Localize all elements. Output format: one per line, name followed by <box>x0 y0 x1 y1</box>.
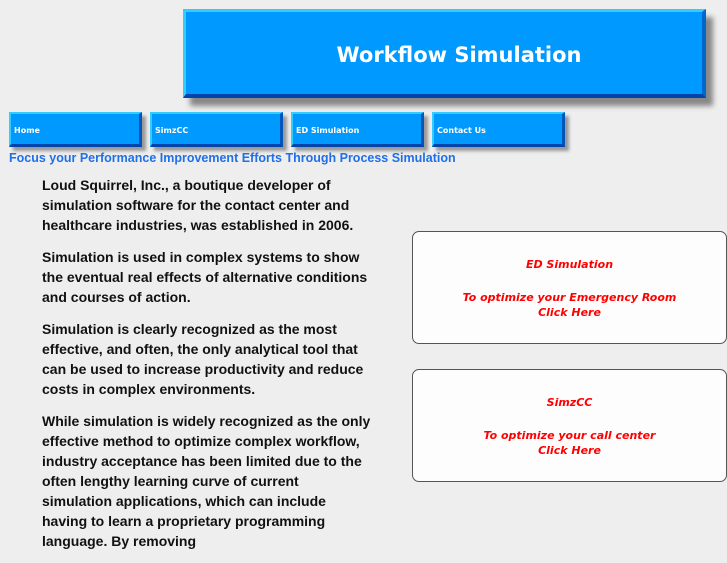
paragraph: Simulation is used in complex systems to… <box>42 249 368 305</box>
ed-simulation-card[interactable]: ED Simulation To optimize your Emergency… <box>412 231 727 344</box>
paragraph: Simulation is clearly recognized as the … <box>42 321 364 397</box>
card-description: To optimize your Emergency Room <box>462 291 677 304</box>
intro-content: Loud Squirrel, Inc., a boutique develope… <box>42 175 372 563</box>
card-title: ED Simulation <box>525 258 614 271</box>
tagline: Focus your Performance Improvement Effor… <box>9 151 456 165</box>
card-title: SimzCC <box>546 396 593 409</box>
nav-simzcc-button[interactable]: SimzCC <box>150 112 283 147</box>
site-title: Workflow Simulation <box>336 43 582 67</box>
card-click-here-link[interactable]: Click Here <box>538 306 601 319</box>
nav-ed-simulation-button[interactable]: ED Simulation <box>291 112 424 147</box>
simzcc-card[interactable]: SimzCC To optimize your call center Clic… <box>412 369 727 482</box>
card-description: To optimize your call center <box>483 429 656 442</box>
paragraph: Loud Squirrel, Inc., a boutique develope… <box>42 177 354 233</box>
card-click-here-link[interactable]: Click Here <box>538 444 601 457</box>
paragraph: While simulation is widely recognized as… <box>42 413 371 549</box>
nav-contact-us-button[interactable]: Contact Us <box>432 112 565 147</box>
nav-home-button[interactable]: Home <box>9 112 142 147</box>
header-banner: Workflow Simulation <box>183 9 706 98</box>
